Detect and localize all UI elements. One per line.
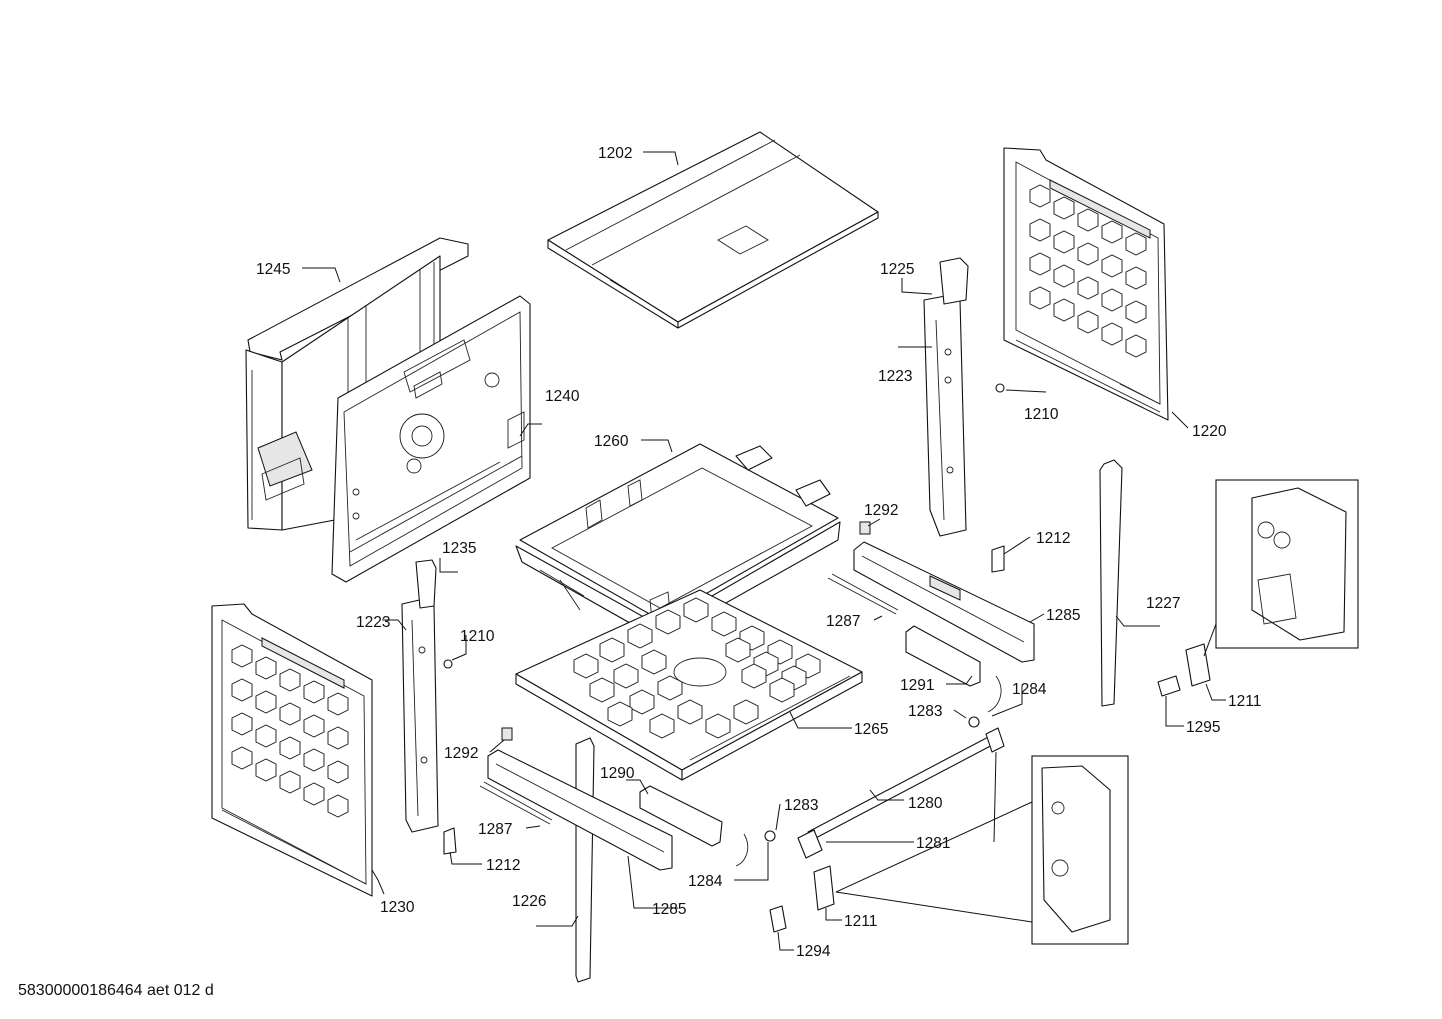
callout-1287-upper: 1287 [826, 613, 860, 630]
callout-1285-right: 1285 [1046, 607, 1080, 624]
callout-1230: 1230 [380, 899, 415, 916]
callout-1280: 1280 [908, 795, 943, 812]
callout-1211-lower: 1211 [844, 913, 877, 930]
part-hinge-1290 [639, 785, 723, 847]
inset-detail-lower [1031, 755, 1129, 945]
part-cable-1284-upper [987, 675, 1002, 713]
part-latch-1294 [769, 905, 787, 933]
callout-1227: 1227 [1146, 595, 1180, 612]
callout-1202: 1202 [598, 145, 632, 162]
part-cable-1284-lower [735, 833, 749, 867]
part-grille-left-1285 [487, 749, 673, 871]
part-shaft-1280 [807, 733, 999, 841]
part-grille-right-1285 [853, 541, 1035, 663]
callout-1210-right: 1210 [1024, 406, 1059, 423]
part-top-cover [547, 131, 879, 329]
part-right-side-panel [1003, 147, 1169, 421]
part-nut-1210-right [995, 383, 1005, 393]
callout-1283-upper: 1283 [908, 703, 942, 720]
part-hinge-bracket-1211-upper [1185, 643, 1211, 687]
part-post-1226 [575, 737, 595, 983]
part-left-side-panel [211, 603, 373, 897]
part-knob-1283-upper [968, 716, 980, 728]
part-rod-1287-upper [827, 573, 899, 615]
callout-1240: 1240 [545, 388, 580, 405]
part-rail-right-1223 [923, 257, 969, 537]
part-bracket-1212-lower [443, 827, 457, 855]
right-panel-hex-pattern [1029, 184, 1147, 358]
callout-1260: 1260 [594, 433, 629, 450]
part-latch-1295 [1157, 675, 1181, 697]
part-post-1227 [1099, 459, 1123, 707]
part-rail-left-1223 [401, 559, 439, 833]
callout-1235: 1235 [442, 540, 476, 557]
document-id: 58300000186464 aet 012 d [18, 982, 214, 999]
part-rod-1287-lower [479, 781, 553, 825]
part-nut-1210-left [443, 659, 453, 669]
part-hinge-bracket-1211-lower [813, 865, 835, 911]
callout-1210-left: 1210 [460, 628, 495, 645]
callout-1290: 1290 [600, 765, 635, 782]
callout-1292-lower: 1292 [444, 745, 478, 762]
inset-detail-upper [1215, 479, 1359, 649]
callout-1281: 1281 [916, 835, 950, 852]
callout-1245: 1245 [256, 261, 290, 278]
callout-1226: 1226 [512, 893, 546, 910]
part-bracket-1212-upper [991, 545, 1005, 573]
callout-1295: 1295 [1186, 719, 1220, 736]
callout-1291: 1291 [900, 677, 934, 694]
callout-1223-left: 1223 [356, 614, 390, 631]
callout-1211-upper: 1211 [1228, 693, 1261, 710]
callout-1294: 1294 [796, 943, 831, 960]
callout-1285-left: 1285 [652, 901, 686, 918]
part-clip-1292-lower [501, 727, 513, 741]
callout-1212-lower: 1212 [486, 857, 520, 874]
callout-1292-upper: 1292 [864, 502, 898, 519]
callout-1212-upper: 1212 [1036, 530, 1070, 547]
callout-1287-lower: 1287 [478, 821, 512, 838]
callout-1223-right: 1223 [878, 368, 912, 385]
part-bottom-tray [515, 589, 863, 781]
callout-1265: 1265 [854, 721, 888, 738]
callout-labels: 1202 1245 1240 1260 1225 1223 1210 1220 … [256, 145, 1261, 960]
leader-lines [302, 151, 1226, 951]
part-hinge-1291 [905, 625, 981, 687]
part-knob-1283-lower [764, 830, 776, 842]
part-clip-1292-upper [859, 521, 871, 535]
part-back-panel [331, 295, 531, 583]
callout-1220: 1220 [1192, 423, 1227, 440]
callout-1284-upper: 1284 [1012, 681, 1047, 698]
callout-1225: 1225 [880, 261, 914, 278]
part-coupling-1281 [797, 727, 1005, 859]
tray-hex-pattern [573, 597, 821, 739]
callout-1283-lower: 1283 [784, 797, 818, 814]
left-panel-hex-pattern [231, 644, 349, 818]
callout-1284-lower: 1284 [688, 873, 723, 890]
